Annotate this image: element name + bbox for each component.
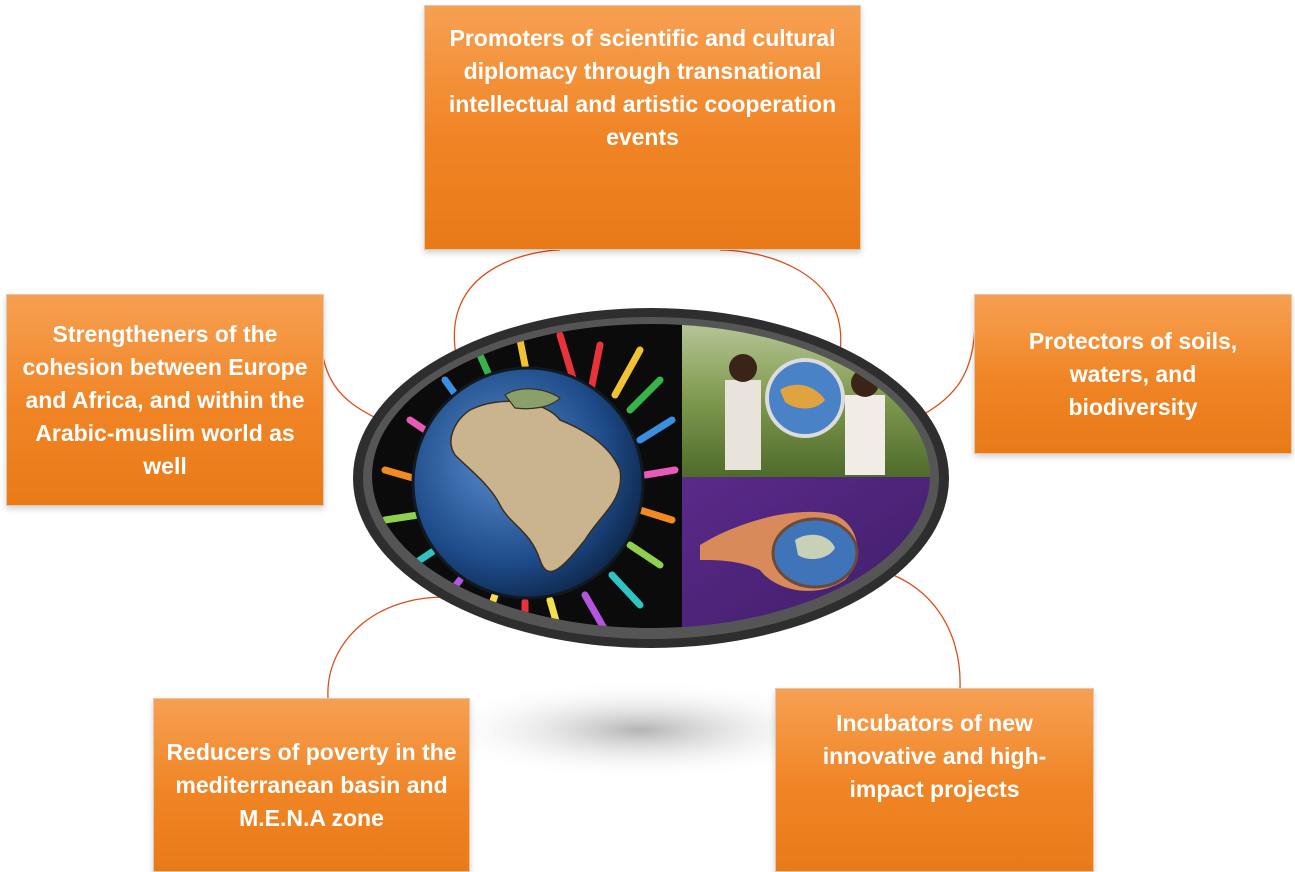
incubators-box: Incubators of new innovative and high-im… (775, 688, 1094, 872)
strengtheners-text: Strengtheners of the cohesion between Eu… (22, 320, 308, 479)
promoters-text: Promoters of scientific and cultural dip… (448, 25, 837, 150)
protectors-box: Protectors of soils, waters, and biodive… (974, 294, 1292, 454)
globe-continents (450, 400, 622, 573)
reducers-box: Reducers of poverty in the mediterranean… (153, 698, 470, 872)
reducers-text: Reducers of poverty in the mediterranean… (166, 738, 457, 831)
incubators-text: Incubators of new innovative and high-im… (822, 710, 1047, 802)
oval-shadow (430, 680, 850, 780)
farmers-figures (725, 354, 885, 475)
hands-globe-land (795, 534, 835, 560)
strengtheners-box: Strengtheners of the cohesion between Eu… (6, 294, 324, 506)
protectors-text: Protectors of soils, waters, and biodive… (1028, 327, 1238, 420)
globe-europe (504, 388, 561, 410)
promoters-box: Promoters of scientific and cultural dip… (424, 5, 861, 250)
